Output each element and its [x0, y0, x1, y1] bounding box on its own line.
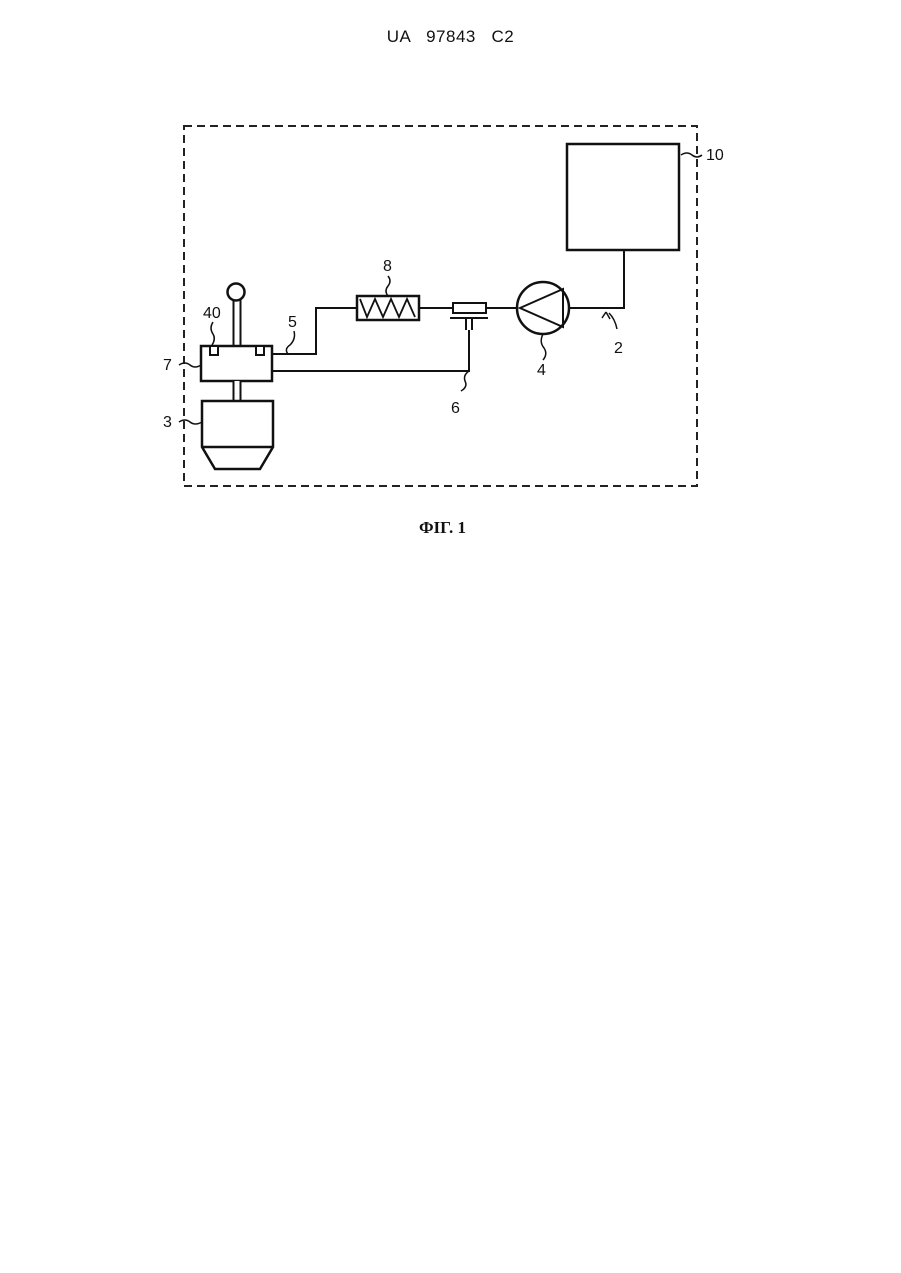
label-40: 40	[203, 305, 221, 322]
figure-caption: ФІГ. 1	[0, 518, 885, 538]
brewing-unit-7	[201, 284, 272, 402]
label-2: 2	[614, 340, 623, 357]
label-6: 6	[451, 400, 460, 417]
label-8: 8	[383, 258, 392, 275]
supply-line-2	[568, 250, 624, 308]
valve-junction	[450, 303, 488, 330]
line-6	[272, 330, 469, 371]
label-10: 10	[706, 147, 724, 164]
container-10	[567, 144, 679, 250]
pump-4	[517, 282, 569, 334]
label-7: 7	[163, 357, 172, 374]
heater-8	[357, 296, 419, 320]
label-4: 4	[537, 362, 546, 379]
label-5: 5	[288, 314, 297, 331]
label-3: 3	[163, 414, 172, 431]
capsule-3	[202, 401, 273, 469]
line-5	[272, 308, 357, 354]
